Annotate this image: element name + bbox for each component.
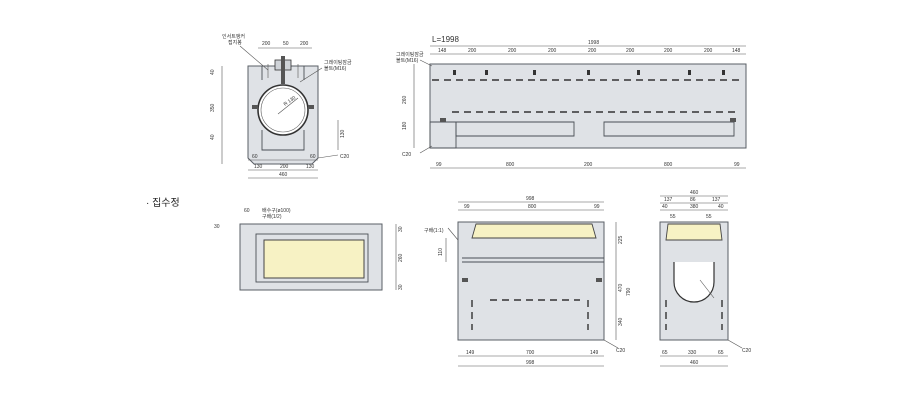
svg-text:40: 40 — [718, 204, 724, 210]
svg-text:65: 65 — [718, 350, 724, 356]
svg-text:65: 65 — [662, 350, 668, 356]
svg-text:800: 800 — [506, 162, 515, 168]
tl-note-3: 그레이팅잠금 — [324, 59, 352, 66]
svg-text:99: 99 — [594, 204, 600, 210]
svg-text:99: 99 — [464, 204, 470, 210]
svg-text:380: 380 — [690, 204, 699, 210]
longitudinal-body — [429, 63, 747, 149]
tl-dim-bot-a0: 60 — [252, 154, 258, 160]
tl-dim-left-2: 40 — [210, 134, 216, 140]
top-segments: 148 200 200 200 200 200 200 200 148 — [438, 48, 741, 54]
svg-text:200: 200 — [584, 162, 593, 168]
tl-dim-top-1: 50 — [283, 41, 289, 47]
svg-text:99: 99 — [734, 162, 740, 168]
tr-note: 그레이팅잠금 — [396, 51, 424, 58]
plan-view: 배수구(ø100) 구배(1/2) 60 30 30 260 30 — [214, 207, 404, 291]
tr-total: 1998 — [588, 40, 599, 46]
svg-text:99: 99 — [436, 162, 442, 168]
svg-text:149: 149 — [466, 350, 475, 356]
longitudinal-view: L=1998 1998 148 200 200 200 200 200 200 — [396, 35, 747, 169]
basin-side-body — [457, 221, 605, 341]
svg-text:470: 470 — [618, 283, 624, 292]
br-c20: C20 — [742, 348, 751, 354]
svg-text:30: 30 — [398, 226, 404, 232]
bl-note2: 구배(1/2) — [262, 213, 282, 220]
tr-left-0: 260 — [402, 95, 408, 104]
tl-note-4: 볼트(M16) — [324, 65, 347, 72]
pipe-inner-circle — [260, 87, 306, 133]
svg-text:330: 330 — [688, 350, 697, 356]
svg-text:86: 86 — [690, 197, 696, 203]
bolt-marks — [453, 70, 725, 75]
tl-dim-top-2: 200 — [300, 41, 309, 47]
tl-dim-right: 130 — [340, 129, 346, 138]
svg-text:225: 225 — [618, 235, 624, 244]
tl-note-2: 접지봉 — [228, 39, 242, 46]
svg-text:200: 200 — [468, 48, 477, 54]
tr-c20: C20 — [402, 152, 411, 158]
tl-dim-bot-b2: 130 — [306, 164, 315, 170]
svg-text:200: 200 — [664, 48, 673, 54]
svg-text:260: 260 — [398, 253, 404, 262]
tr-note2: 볼트(M16) — [396, 57, 419, 64]
svg-text:200: 200 — [588, 48, 597, 54]
tl-dim-bot-b1: 200 — [280, 164, 289, 170]
svg-text:200: 200 — [626, 48, 635, 54]
svg-text:800: 800 — [664, 162, 673, 168]
bl-dim-left: 30 — [214, 224, 220, 230]
svg-text:998: 998 — [526, 360, 535, 366]
svg-text:200: 200 — [508, 48, 517, 54]
tl-dim-bot-a1: 60 — [310, 154, 316, 160]
tl-dim-bot-b0: 130 — [254, 164, 263, 170]
svg-text:800: 800 — [528, 204, 537, 210]
svg-text:460: 460 — [690, 360, 699, 366]
svg-text:700: 700 — [526, 350, 535, 356]
tl-note-1: 인서트앵커 — [222, 33, 245, 40]
svg-text:30: 30 — [398, 284, 404, 290]
tl-dim-left-1: 350 — [210, 103, 216, 112]
section-label: · 집수정 — [146, 197, 180, 209]
bl-dim-top: 60 — [244, 208, 250, 214]
svg-text:148: 148 — [438, 48, 447, 54]
svg-text:55: 55 — [706, 214, 712, 220]
svg-text:137: 137 — [712, 197, 721, 203]
svg-text:148: 148 — [732, 48, 741, 54]
svg-text:790: 790 — [626, 287, 632, 296]
bl-note: 배수구(ø100) — [262, 207, 291, 214]
tl-dim-top-0: 200 — [262, 41, 271, 47]
svg-text:200: 200 — [548, 48, 557, 54]
length-title: L=1998 — [432, 35, 459, 44]
svg-text:149: 149 — [590, 350, 599, 356]
svg-text:55: 55 — [670, 214, 676, 220]
catch-basin-end-view: 460 137 86 137 40 380 40 55 55 65 330 65… — [659, 190, 751, 367]
bm-left-note: 구배(1:1) — [424, 227, 444, 234]
cross-section-view: R 130 200 50 200 인서트앵커 접지봉 그레이팅잠금 볼트(M16… — [210, 33, 352, 179]
svg-text:340: 340 — [618, 317, 624, 326]
tr-left-1: 180 — [402, 121, 408, 130]
catch-basin-side-view: 998 99 800 99 구배(1:1) 110 225 470 790 34… — [424, 196, 632, 367]
bm-top-total: 998 — [526, 196, 535, 202]
svg-text:137: 137 — [664, 197, 673, 203]
tl-dim-total: 460 — [279, 172, 288, 178]
svg-text:460: 460 — [690, 190, 699, 196]
svg-text:200: 200 — [704, 48, 713, 54]
bm-c20: C20 — [616, 348, 625, 354]
tl-dim-left-0: 40 — [210, 69, 216, 75]
svg-text:40: 40 — [662, 204, 668, 210]
svg-text:110: 110 — [438, 248, 444, 256]
tl-c20: C20 — [340, 154, 349, 160]
bottom-segments: 99 800 200 800 99 — [436, 162, 740, 168]
